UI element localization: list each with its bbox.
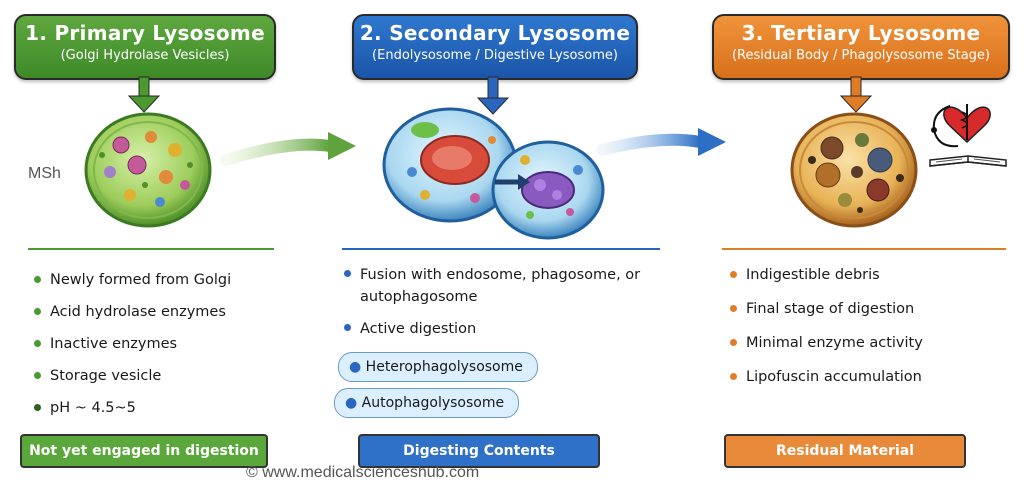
secondary-lysosome-icon (382, 107, 605, 240)
autophagolysosome-pill: ● Autophagolysosome (334, 388, 520, 418)
list-item: Lipofuscin accumulation (730, 360, 923, 394)
stage2-footer: Digesting Contents (358, 434, 600, 468)
stage1-bullet-list: Newly formed from Golgi Acid hydrolase e… (34, 264, 231, 424)
heterophagolysosome-pill: ● Heterophagolysosome (338, 352, 538, 382)
list-item: pH ~ 4.5~5 (34, 392, 231, 424)
list-item: Active digestion (344, 318, 476, 340)
watermark-text: MSh (28, 165, 61, 182)
primary-lysosome-icon (84, 112, 212, 228)
down-arrow-icon (476, 76, 510, 115)
down-arrow-icon (127, 76, 161, 113)
list-item: Acid hydrolase enzymes (34, 296, 231, 328)
list-item: Storage vesicle (34, 360, 231, 392)
tertiary-lysosome-icon (790, 112, 918, 228)
stage3-subtitle: (Residual Body / Phagolysosome Stage) (731, 48, 990, 63)
list-item: Minimal enzyme activity (730, 326, 923, 360)
arrowhead-icon (698, 128, 726, 156)
stage2-bullet-list: Fusion with endosome, phagosome, or auto… (344, 264, 644, 308)
stage3-title: 3. Tertiary Lysosome (741, 21, 981, 45)
stage2-title: 2. Secondary Lysosome (359, 21, 631, 45)
stage1-header: 1. Primary Lysosome (Golgi Hydrolase Ves… (14, 14, 276, 80)
flow-arrow-icon (596, 133, 706, 156)
stage1-divider (28, 248, 274, 250)
copyright-text: © www.medicalscienceshub.com (246, 464, 480, 481)
heart-stethoscope-book-icon (929, 104, 1007, 167)
stage2-subtitle: (Endolysosome / Digestive Lysosome) (372, 48, 618, 63)
stage2-divider (342, 248, 660, 250)
stage1-subtitle: (Golgi Hydrolase Vesicles) (60, 48, 230, 63)
stage1-title: 1. Primary Lysosome (25, 21, 265, 45)
list-item: Fusion with endosome, phagosome, or auto… (344, 264, 644, 308)
arrowhead-icon (328, 132, 356, 160)
stage1-footer: Not yet engaged in digestion (20, 434, 268, 468)
list-item: Newly formed from Golgi (34, 264, 231, 296)
flow-arrow-icon (220, 138, 336, 166)
down-arrow-icon (839, 76, 873, 113)
stage2-bullet-list-2: Active digestion (344, 318, 476, 340)
stage3-divider (722, 248, 1006, 250)
stage3-footer: Residual Material (724, 434, 966, 468)
stage3-bullet-list: Indigestible debris Final stage of diges… (730, 258, 923, 394)
list-item: Indigestible debris (730, 258, 923, 292)
list-item: Inactive enzymes (34, 328, 231, 360)
list-item: Final stage of digestion (730, 292, 923, 326)
